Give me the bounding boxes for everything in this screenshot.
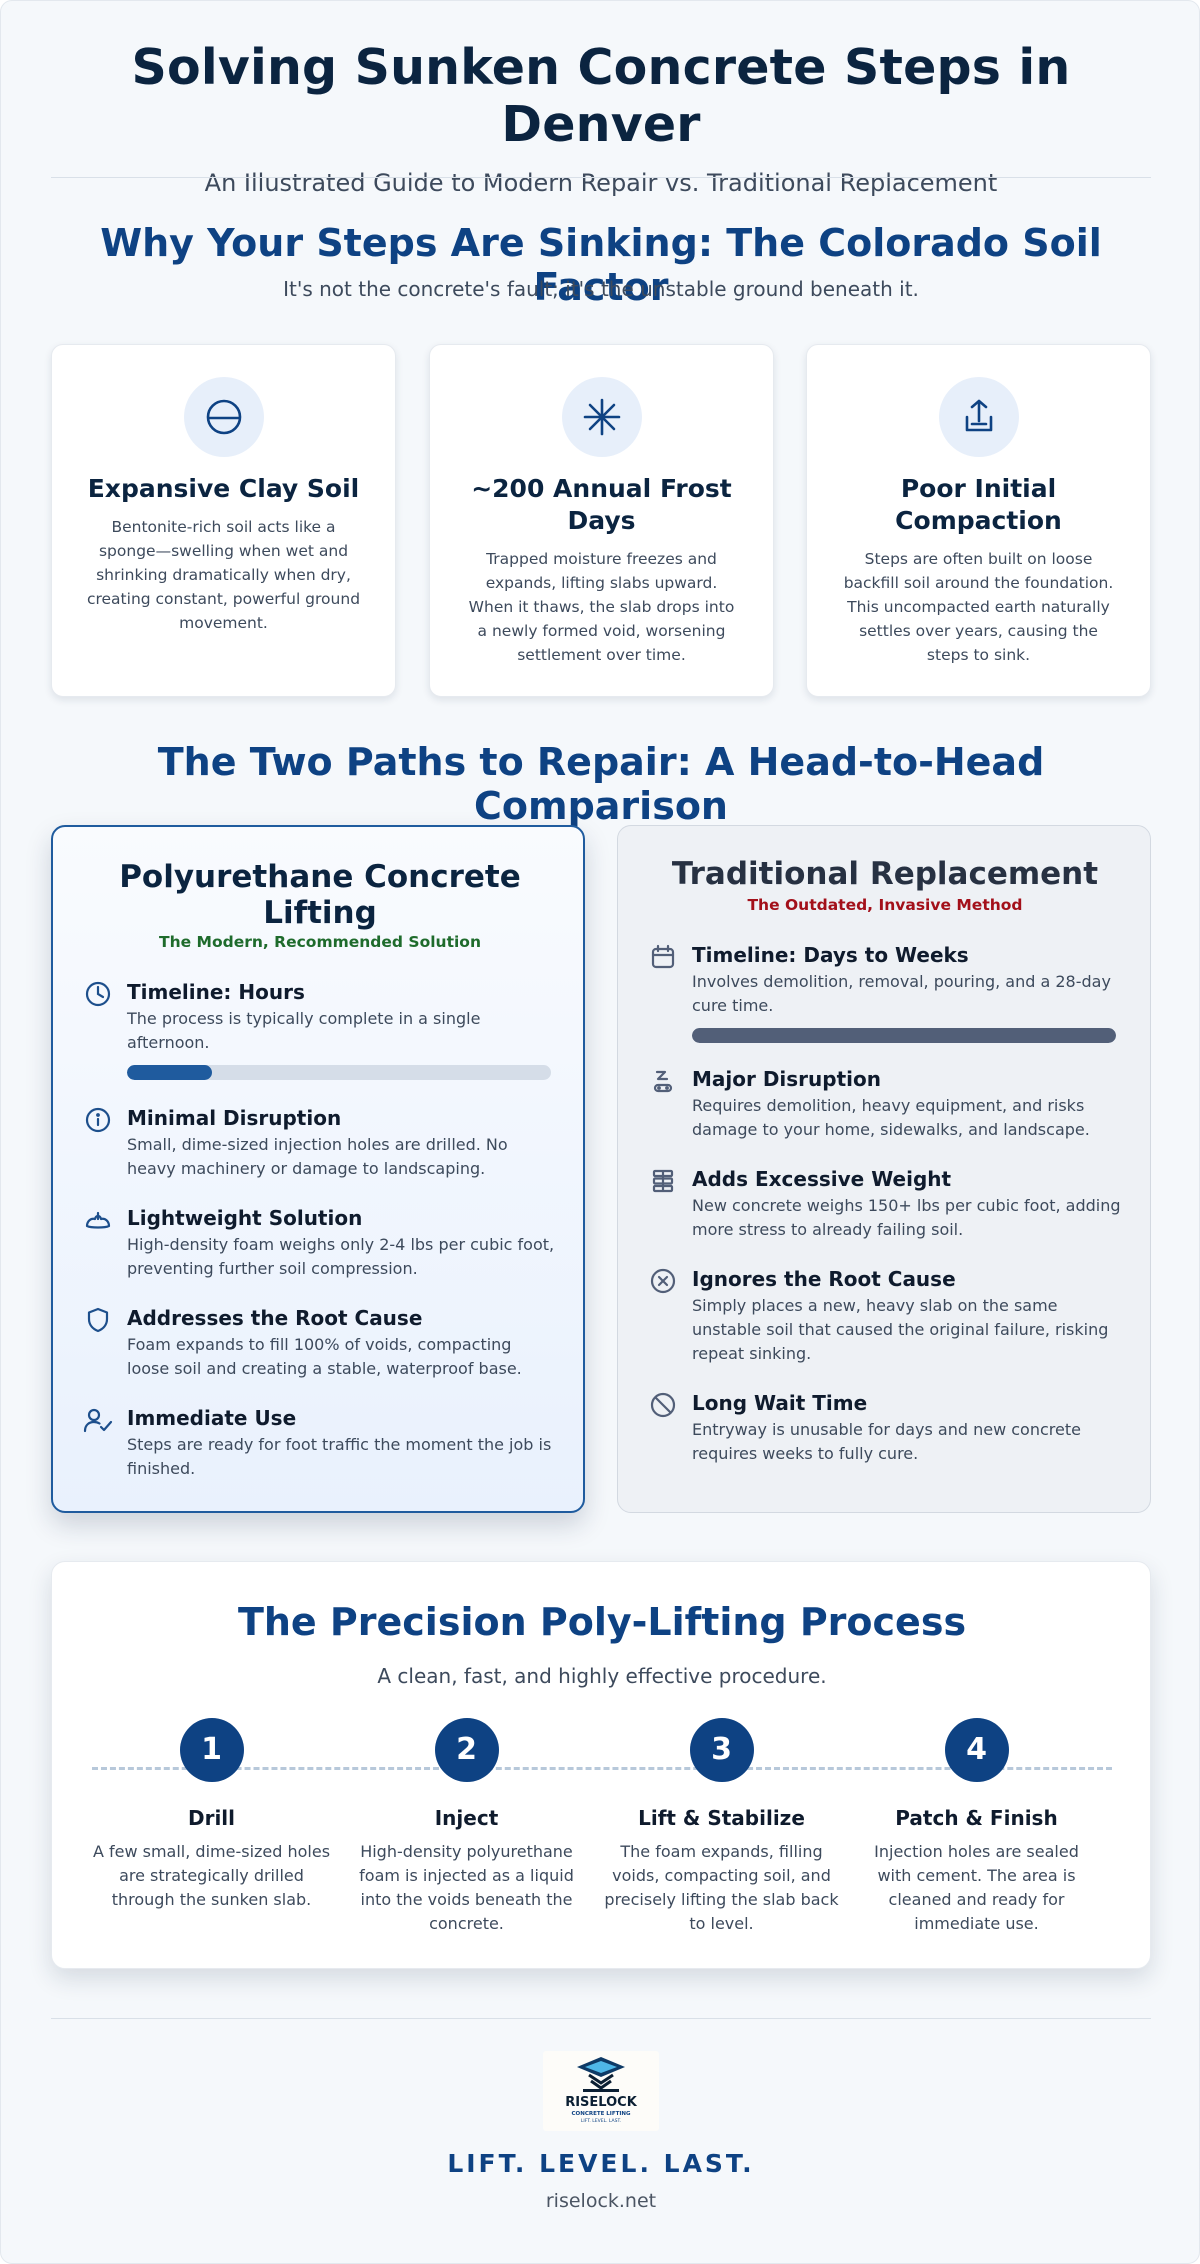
clay-soil-icon	[183, 377, 264, 457]
feature-text: Entryway is unusable for days and new co…	[692, 1420, 1081, 1463]
calendar-icon	[648, 942, 678, 972]
soil-card-text: Bentonite-rich soil acts like a sponge—s…	[86, 518, 361, 632]
modern-feature-weight: Lightweight Solution High-density foam w…	[83, 1205, 557, 1281]
footer-divider	[51, 2018, 1151, 2019]
soil-card-title: ~200 Annual Frost Days	[471, 474, 732, 535]
soil-card-text: Steps are often built on loose backfill …	[843, 550, 1114, 664]
modern-timeline-bar	[127, 1065, 551, 1080]
traditional-timeline-bar	[692, 1028, 1116, 1043]
feature-text: Requires demolition, heavy equipment, an…	[692, 1096, 1090, 1139]
soil-section-subtitle: It's not the concrete's fault; it's the …	[283, 277, 919, 301]
feature-title: Minimal Disruption	[127, 1106, 342, 1130]
soil-section-title: Why Your Steps Are Sinking: The Colorado…	[100, 221, 1102, 309]
soil-card-title: Expansive Clay Soil	[87, 474, 360, 503]
weight-stack-icon	[648, 1166, 678, 1196]
traditional-feature-root-cause: Ignores the Root Cause Simply places a n…	[648, 1266, 1122, 1366]
step-text: Injection holes are sealed with cement. …	[874, 1842, 1079, 1933]
soil-card-title: Poor Initial Compaction	[895, 474, 1062, 535]
traditional-feature-disruption: Major Disruption Requires demolition, he…	[648, 1066, 1122, 1142]
feature-text: High-density foam weighs only 2-4 lbs pe…	[127, 1235, 555, 1278]
page-subtitle: An Illustrated Guide to Modern Repair vs…	[204, 169, 998, 197]
step-number: 4	[944, 1718, 1009, 1782]
traditional-method-card: Traditional Replacement The Outdated, In…	[617, 825, 1151, 1513]
ban-icon	[648, 1390, 678, 1420]
feature-text: The process is typically complete in a s…	[127, 1009, 481, 1052]
soil-card-text: Trapped moisture freezes and expands, li…	[468, 550, 735, 664]
step-title: Lift & Stabilize	[638, 1806, 805, 1830]
frost-icon	[561, 377, 642, 457]
step-title: Drill	[187, 1806, 236, 1830]
traditional-feature-wait-time: Long Wait Time Entryway is unusable for …	[648, 1390, 1122, 1466]
modern-feature-disruption: Minimal Disruption Small, dime-sized inj…	[83, 1105, 557, 1181]
feature-title: Addresses the Root Cause	[127, 1306, 423, 1330]
traditional-feature-weight: Adds Excessive Weight New concrete weigh…	[648, 1166, 1122, 1242]
feature-title: Adds Excessive Weight	[692, 1167, 952, 1191]
soil-card-frost: ~200 Annual Frost Days Trapped moisture …	[429, 344, 774, 697]
step-title: Inject	[434, 1806, 499, 1830]
page-title: Solving Sunken Concrete Steps in Denver	[131, 39, 1071, 153]
riselock-logo: RISELOCK CONCRETE LIFTING LIFT. LEVEL. L…	[543, 2051, 659, 2131]
traditional-timeline-bar-fill	[692, 1028, 1116, 1043]
modern-feature-timeline: Timeline: Hours The process is typically…	[83, 979, 557, 1080]
traditional-method-tag: The Outdated, Invasive Method	[747, 896, 1023, 914]
step-number: 2	[434, 1718, 499, 1782]
feature-title: Ignores the Root Cause	[692, 1267, 956, 1291]
process-card: The Precision Poly-Lifting Process A cle…	[51, 1561, 1151, 1969]
modern-solution-title: Polyurethane Concrete Lifting	[119, 859, 521, 931]
soil-card-clay: Expansive Clay Soil Bentonite-rich soil …	[51, 344, 396, 697]
step-title: Patch & Finish	[895, 1806, 1058, 1830]
process-title: The Precision Poly-Lifting Process	[237, 1600, 967, 1644]
shield-icon	[83, 1305, 113, 1335]
excavator-icon	[648, 1066, 678, 1096]
modern-timeline-bar-fill	[127, 1065, 212, 1080]
settling-icon	[938, 377, 1019, 457]
process-connector-line	[92, 1767, 1112, 1770]
logo-wordmark: RISELOCK	[565, 2095, 638, 2110]
modern-solution-card: Polyurethane Concrete Lifting The Modern…	[51, 825, 585, 1513]
user-check-icon	[83, 1405, 113, 1435]
step-number: 1	[179, 1718, 244, 1782]
feature-title: Long Wait Time	[692, 1391, 868, 1415]
feature-title: Lightweight Solution	[127, 1206, 363, 1230]
feature-title: Timeline: Days to Weeks	[692, 943, 969, 967]
info-icon	[83, 1105, 113, 1135]
brand-tagline: LIFT. LEVEL. LAST.	[447, 2149, 755, 2178]
feature-text: Small, dime-sized injection holes are dr…	[127, 1135, 508, 1178]
clock-icon	[83, 979, 113, 1009]
traditional-feature-timeline: Timeline: Days to Weeks Involves demolit…	[648, 942, 1122, 1043]
logo-motto: LIFT. LEVEL. LAST.	[581, 2118, 621, 2124]
step-text: The foam expands, filling voids, compact…	[604, 1842, 839, 1933]
feature-text: Simply places a new, heavy slab on the s…	[692, 1296, 1109, 1363]
page-header: Solving Sunken Concrete Steps in Denver …	[51, 39, 1151, 197]
process-step-inject: 2 Inject High-density polyurethane foam …	[339, 1718, 594, 1936]
feature-title: Immediate Use	[127, 1406, 297, 1430]
modern-feature-root-cause: Addresses the Root Cause Foam expands to…	[83, 1305, 557, 1381]
modern-solution-tag: The Modern, Recommended Solution	[159, 933, 481, 951]
website-link[interactable]: riselock.net	[545, 2190, 657, 2212]
feather-icon	[83, 1205, 113, 1235]
feature-text: Steps are ready for foot traffic the mom…	[127, 1435, 552, 1478]
feature-text: New concrete weighs 150+ lbs per cubic f…	[692, 1196, 1121, 1239]
step-number: 3	[689, 1718, 754, 1782]
step-text: A few small, dime-sized holes are strate…	[92, 1842, 331, 1909]
process-step-lift: 3 Lift & Stabilize The foam expands, fil…	[594, 1718, 849, 1936]
process-step-finish: 4 Patch & Finish Injection holes are sea…	[849, 1718, 1104, 1936]
step-text: High-density polyurethane foam is inject…	[359, 1842, 574, 1933]
x-circle-icon	[648, 1266, 678, 1296]
feature-title: Timeline: Hours	[127, 980, 305, 1004]
feature-text: Foam expands to fill 100% of voids, comp…	[127, 1335, 522, 1378]
traditional-method-title: Traditional Replacement	[671, 856, 1099, 892]
header-divider	[51, 177, 1151, 178]
process-step-drill: 1 Drill A few small, dime-sized holes ar…	[84, 1718, 339, 1912]
feature-title: Major Disruption	[692, 1067, 881, 1091]
comparison-section-title: The Two Paths to Repair: A Head-to-Head …	[157, 740, 1045, 828]
soil-card-compaction: Poor Initial Compaction Steps are often …	[806, 344, 1151, 697]
process-subtitle: A clean, fast, and highly effective proc…	[377, 1664, 827, 1688]
modern-feature-immediate-use: Immediate Use Steps are ready for foot t…	[83, 1405, 557, 1481]
logo-subtitle: CONCRETE LIFTING	[572, 2111, 631, 2117]
feature-text: Involves demolition, removal, pouring, a…	[692, 972, 1111, 1015]
